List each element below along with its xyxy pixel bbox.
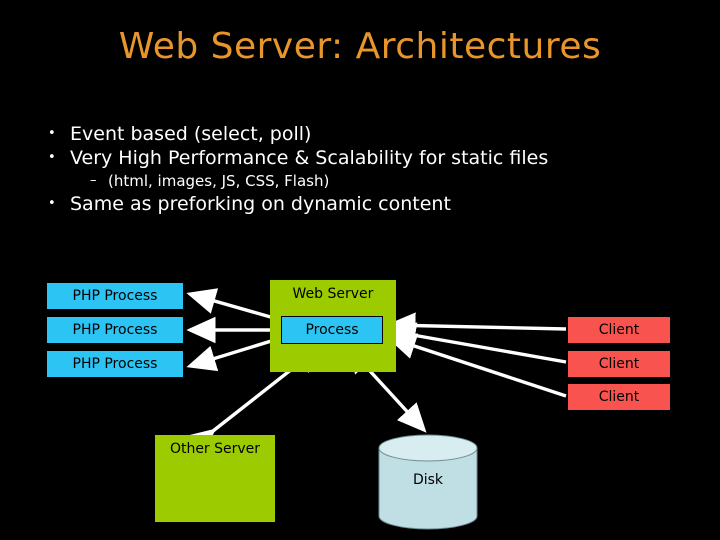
web-server-process-label: Process xyxy=(305,322,359,338)
arrow-process-to-php xyxy=(186,288,282,372)
disk-cylinder[interactable]: Disk xyxy=(378,434,478,530)
web-server-label: Web Server xyxy=(292,286,374,302)
bullet-marker: • xyxy=(48,196,56,211)
php-process-label: PHP Process xyxy=(72,288,158,304)
client-box[interactable]: Client xyxy=(568,384,670,410)
page-title: Web Server: Architectures xyxy=(118,26,602,67)
client-box[interactable]: Client xyxy=(568,351,670,377)
disk-shape-icon xyxy=(378,434,478,530)
bullet-text: Event based (select, poll) xyxy=(70,123,312,145)
bullet-item: • Very High Performance & Scalability fo… xyxy=(40,146,680,170)
client-label: Client xyxy=(598,389,640,405)
sub-bullet-item: – (html, images, JS, CSS, Flash) xyxy=(40,170,680,192)
client-label: Client xyxy=(598,322,640,338)
bullet-list: • Event based (select, poll) • Very High… xyxy=(40,122,680,216)
arrow-client-to-process xyxy=(386,312,567,398)
bullet-marker: • xyxy=(48,150,56,165)
bullet-item: • Event based (select, poll) xyxy=(40,122,680,146)
php-process-label: PHP Process xyxy=(72,322,158,338)
other-server-label: Other Server xyxy=(169,441,261,457)
php-process-box[interactable]: PHP Process xyxy=(47,283,183,309)
disk-label: Disk xyxy=(412,472,444,488)
php-process-box[interactable]: PHP Process xyxy=(47,317,183,343)
bullet-item: • Same as preforking on dynamic content xyxy=(40,192,680,216)
bullet-text: Same as preforking on dynamic content xyxy=(70,193,451,215)
client-label: Client xyxy=(598,356,640,372)
php-process-label: PHP Process xyxy=(72,356,158,372)
client-box[interactable]: Client xyxy=(568,317,670,343)
php-process-box[interactable]: PHP Process xyxy=(47,351,183,377)
other-server-box[interactable]: Other Server xyxy=(155,435,275,522)
sub-bullet-text: (html, images, JS, CSS, Flash) xyxy=(108,172,330,190)
bullet-text: Very High Performance & Scalability for … xyxy=(70,147,549,169)
sub-bullet-marker: – xyxy=(90,173,97,188)
web-server-process-box[interactable]: Process xyxy=(281,316,383,344)
bullet-marker: • xyxy=(48,126,56,141)
